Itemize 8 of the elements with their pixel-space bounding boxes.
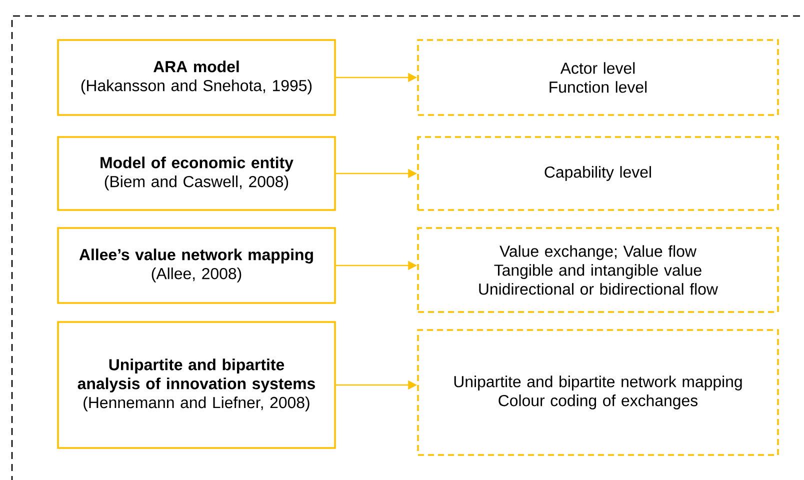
- feature-box: Capability level: [417, 136, 779, 211]
- method-box: Allee’s value network mapping (Allee, 2008): [57, 227, 336, 304]
- method-box: Model of economic entity (Biem and Caswell, 2008): [57, 136, 336, 211]
- method-box: Unipartite and bipartite analysis of innovation systems (Hennemann and Liefner, 2008): [57, 321, 336, 449]
- feature-box: Unipartite and bipartite network mapping Colour coding of exchanges: [417, 329, 779, 456]
- method-box: ARA model (Hakansson and Snehota, 1995): [57, 39, 336, 116]
- feature-box: Value exchange; Value flow Tangible and intangible value Unidirectional or bidirectional flow: [417, 227, 779, 313]
- feature-box: Actor level Function level: [417, 39, 779, 116]
